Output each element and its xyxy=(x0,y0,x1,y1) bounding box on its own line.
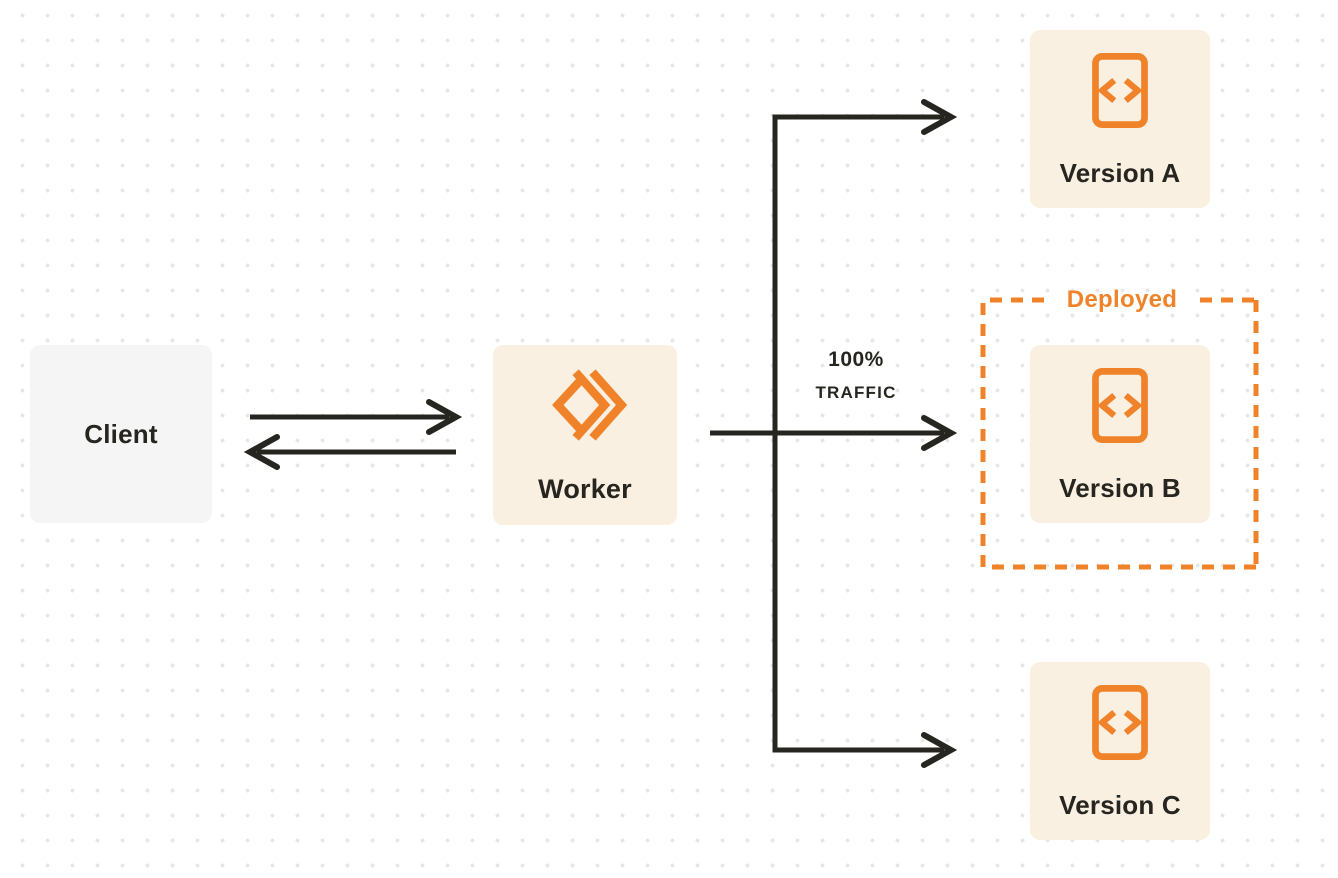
version-a-label: Version A xyxy=(1059,158,1181,188)
cloudflare-workers-logo-icon xyxy=(540,365,630,445)
traffic-annotation: 100% TRAFFIC xyxy=(786,349,926,401)
arrow-worker-to-client xyxy=(243,434,456,470)
arrow-worker-to-version-b xyxy=(710,415,958,451)
code-file-icon xyxy=(1091,53,1149,128)
worker-node: Worker xyxy=(493,345,677,525)
version-c-label: Version C xyxy=(1059,790,1181,820)
version-b-node: Version B xyxy=(1030,345,1210,523)
code-file-icon xyxy=(1091,368,1149,443)
client-label: Client xyxy=(84,419,158,449)
client-node: Client xyxy=(30,345,212,523)
code-file-icon xyxy=(1091,685,1149,760)
worker-label: Worker xyxy=(538,474,632,504)
version-a-node: Version A xyxy=(1030,30,1210,208)
version-b-label: Version B xyxy=(1059,473,1181,503)
traffic-word: TRAFFIC xyxy=(815,383,897,402)
version-c-node: Version C xyxy=(1030,662,1210,840)
deployed-group-label: Deployed xyxy=(1066,286,1178,313)
traffic-percentage: 100% xyxy=(828,348,884,371)
arrow-client-to-worker xyxy=(250,399,463,435)
arrow-branch-to-version-c xyxy=(772,433,958,768)
